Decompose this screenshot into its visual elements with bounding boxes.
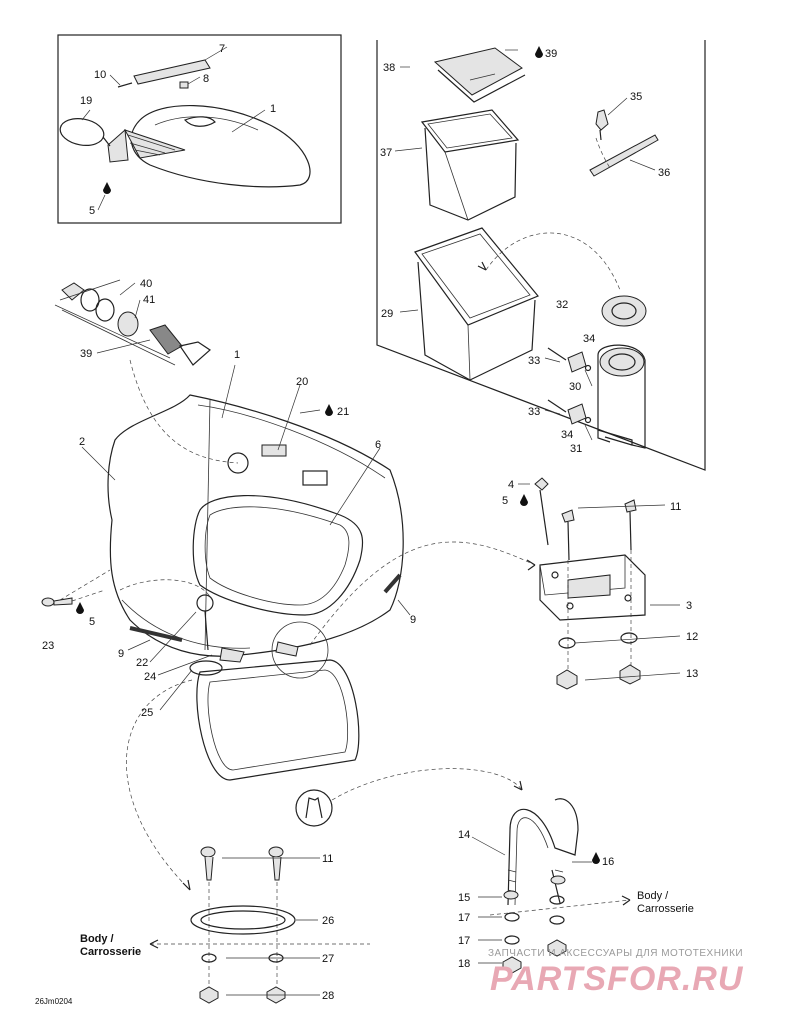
label-24: 24: [144, 671, 156, 683]
label-1-body: 1: [234, 349, 240, 361]
storage-bin-inset: [414, 47, 659, 449]
label-39-grommet: 39: [80, 348, 92, 360]
part-labels: 7 10 8 19 1 5 38 39 35 37 36 29 32 34 33…: [42, 43, 698, 1002]
cover-assembly-inset: [59, 59, 311, 194]
watermark-tagline: ЗАПЧАСТИ И АКСЕССУАРЫ ДЛЯ МОТОТЕХНИКИ: [488, 948, 743, 959]
label-13: 13: [686, 668, 698, 680]
inset-frame-top-right: [376, 40, 706, 471]
label-15: 15: [458, 892, 470, 904]
label-25: 25: [141, 707, 153, 719]
grommet-stack: [54, 279, 211, 366]
hinge-bracket-assembly: [534, 477, 646, 690]
label-17-bottom: 17: [458, 935, 470, 947]
label-11-lower: 11: [322, 853, 333, 865]
label-1-inset: 1: [270, 103, 276, 115]
label-41: 41: [143, 294, 155, 306]
label-14: 14: [458, 829, 470, 841]
label-5-bracket: 5: [502, 495, 508, 507]
label-19: 19: [80, 95, 92, 107]
note-body-right-line2: Carrosserie: [637, 903, 694, 915]
label-7: 7: [219, 43, 225, 55]
note-body-right-line1: Body /: [637, 890, 669, 902]
label-8: 8: [203, 73, 209, 85]
label-28: 28: [322, 990, 334, 1002]
label-10: 10: [94, 69, 106, 81]
leader-lines: [81, 46, 681, 996]
label-31: 31: [570, 443, 582, 455]
label-27: 27: [322, 953, 334, 965]
label-16: 16: [602, 856, 614, 868]
label-9-right: 9: [410, 614, 416, 626]
clip-detail: [295, 768, 523, 827]
lower-left-hardware: [149, 846, 370, 1004]
drawing-code: 26Jm0204: [35, 997, 73, 1006]
label-9-left: 9: [118, 648, 124, 660]
label-29: 29: [381, 308, 393, 320]
label-39-lid: 39: [545, 48, 557, 60]
label-34-top: 34: [583, 333, 595, 345]
label-38: 38: [383, 62, 395, 74]
label-4: 4: [508, 479, 514, 491]
label-5-inset: 5: [89, 205, 95, 217]
label-11-bracket: 11: [670, 501, 681, 513]
watermark-brand: PARTSFOR.RU: [490, 960, 744, 998]
label-20: 20: [296, 376, 308, 388]
label-3: 3: [686, 600, 692, 612]
screw-23: [41, 589, 106, 607]
label-34-bottom: 34: [561, 429, 573, 441]
label-23: 23: [42, 640, 54, 652]
u-bolt-assembly: [489, 798, 631, 974]
label-37: 37: [380, 147, 392, 159]
label-36: 36: [658, 167, 670, 179]
label-21: 21: [337, 406, 349, 418]
label-5-screw: 5: [89, 616, 95, 628]
label-6: 6: [375, 439, 381, 451]
label-17-top: 17: [458, 912, 470, 924]
label-18: 18: [458, 958, 470, 970]
label-40: 40: [140, 278, 152, 290]
body-panel-assembly: [59, 359, 536, 679]
label-2: 2: [79, 436, 85, 448]
label-26: 26: [322, 915, 334, 927]
label-35: 35: [630, 91, 642, 103]
lubricant-markers: [76, 46, 600, 864]
label-33-top: 33: [528, 355, 540, 367]
label-32: 32: [556, 299, 568, 311]
label-30: 30: [569, 381, 581, 393]
lower-lid-frame: [126, 659, 360, 891]
label-12: 12: [686, 631, 698, 643]
note-body-left-line1: Body /: [80, 933, 114, 945]
label-22: 22: [136, 657, 148, 669]
label-33-bottom: 33: [528, 406, 540, 418]
note-body-left-line2: Carrosserie: [80, 946, 141, 958]
inset-frame-top-left: [57, 34, 342, 224]
